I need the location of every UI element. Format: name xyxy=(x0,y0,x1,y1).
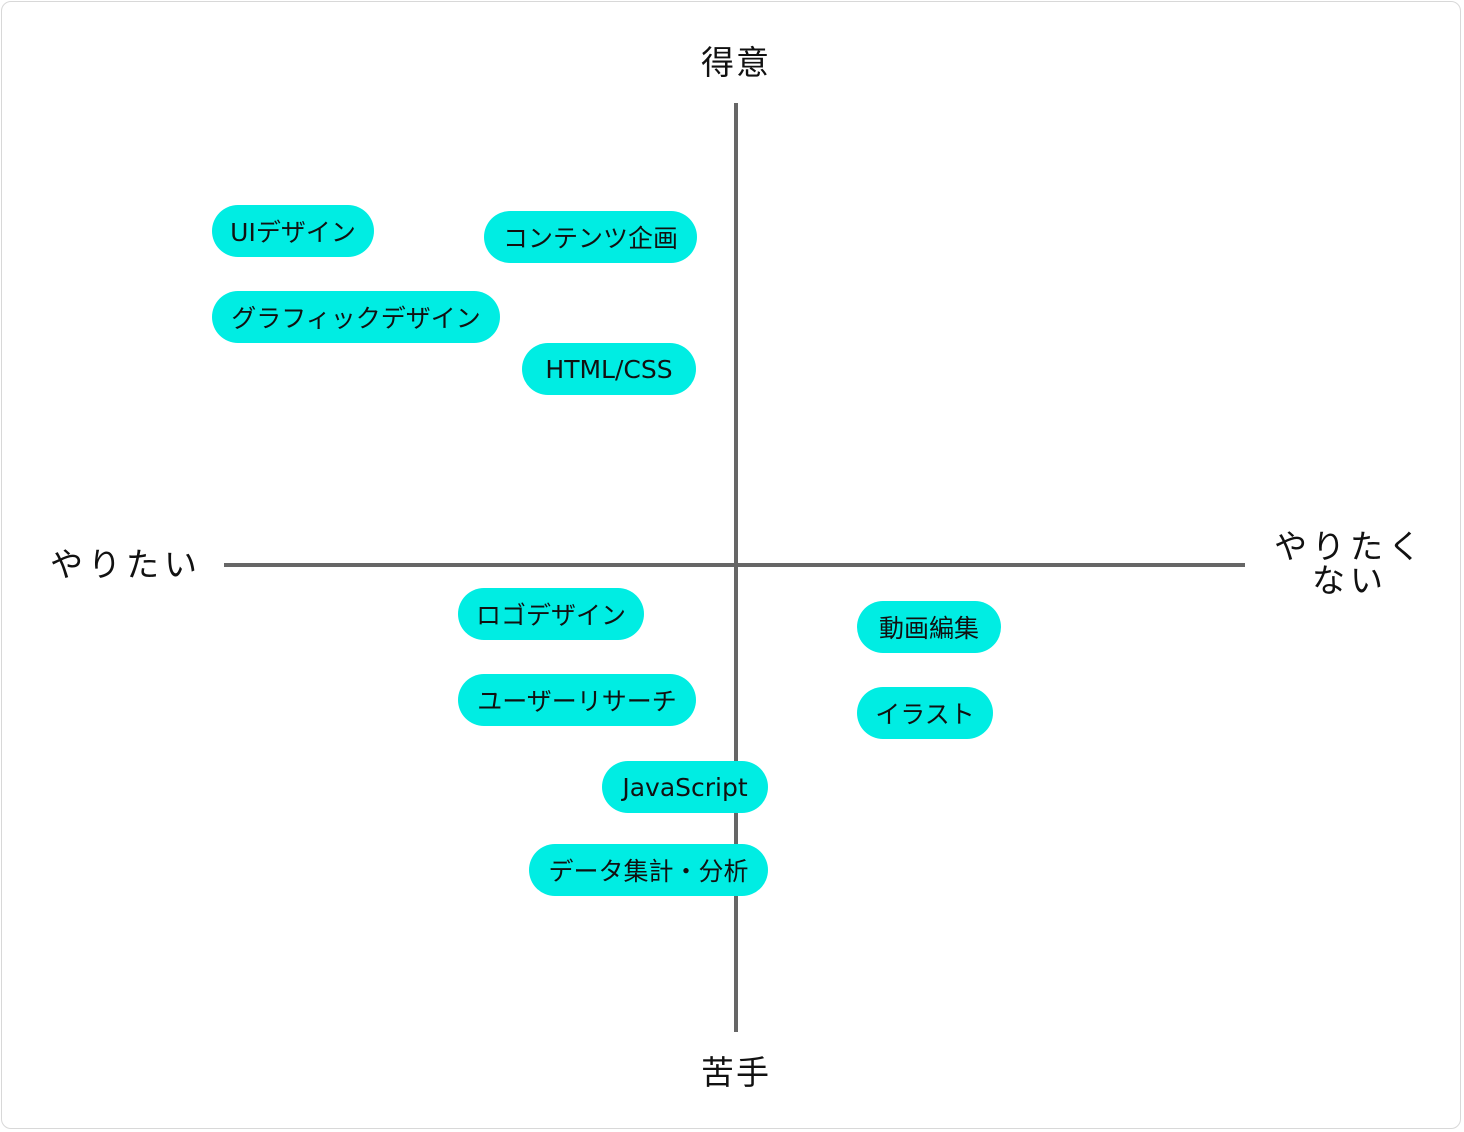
tag-ui-design: UIデザイン xyxy=(212,205,374,257)
axis-label-bottom: 苦手 xyxy=(701,1053,771,1092)
tag-javascript: JavaScript xyxy=(602,761,768,813)
tag-logo-design: ロゴデザイン xyxy=(458,588,644,640)
vertical-axis xyxy=(734,103,738,1032)
tag-html-css: HTML/CSS xyxy=(522,343,696,395)
axis-label-left: やりたい xyxy=(50,545,202,584)
tag-illustration: イラスト xyxy=(857,687,993,739)
axis-label-top: 得意 xyxy=(701,43,771,82)
axis-label-right-line2: ない xyxy=(1312,561,1388,600)
tag-content-planning: コンテンツ企画 xyxy=(484,211,697,263)
axis-label-right-line1: やりたく xyxy=(1274,527,1426,566)
tag-data-analysis: データ集計・分析 xyxy=(529,844,768,896)
tag-graphic-design: グラフィックデザイン xyxy=(212,291,500,343)
horizontal-axis xyxy=(224,563,1245,567)
tag-video-editing: 動画編集 xyxy=(857,601,1001,653)
axis-label-right: やりたく ない xyxy=(1274,530,1426,598)
tag-user-research: ユーザーリサーチ xyxy=(458,674,696,726)
